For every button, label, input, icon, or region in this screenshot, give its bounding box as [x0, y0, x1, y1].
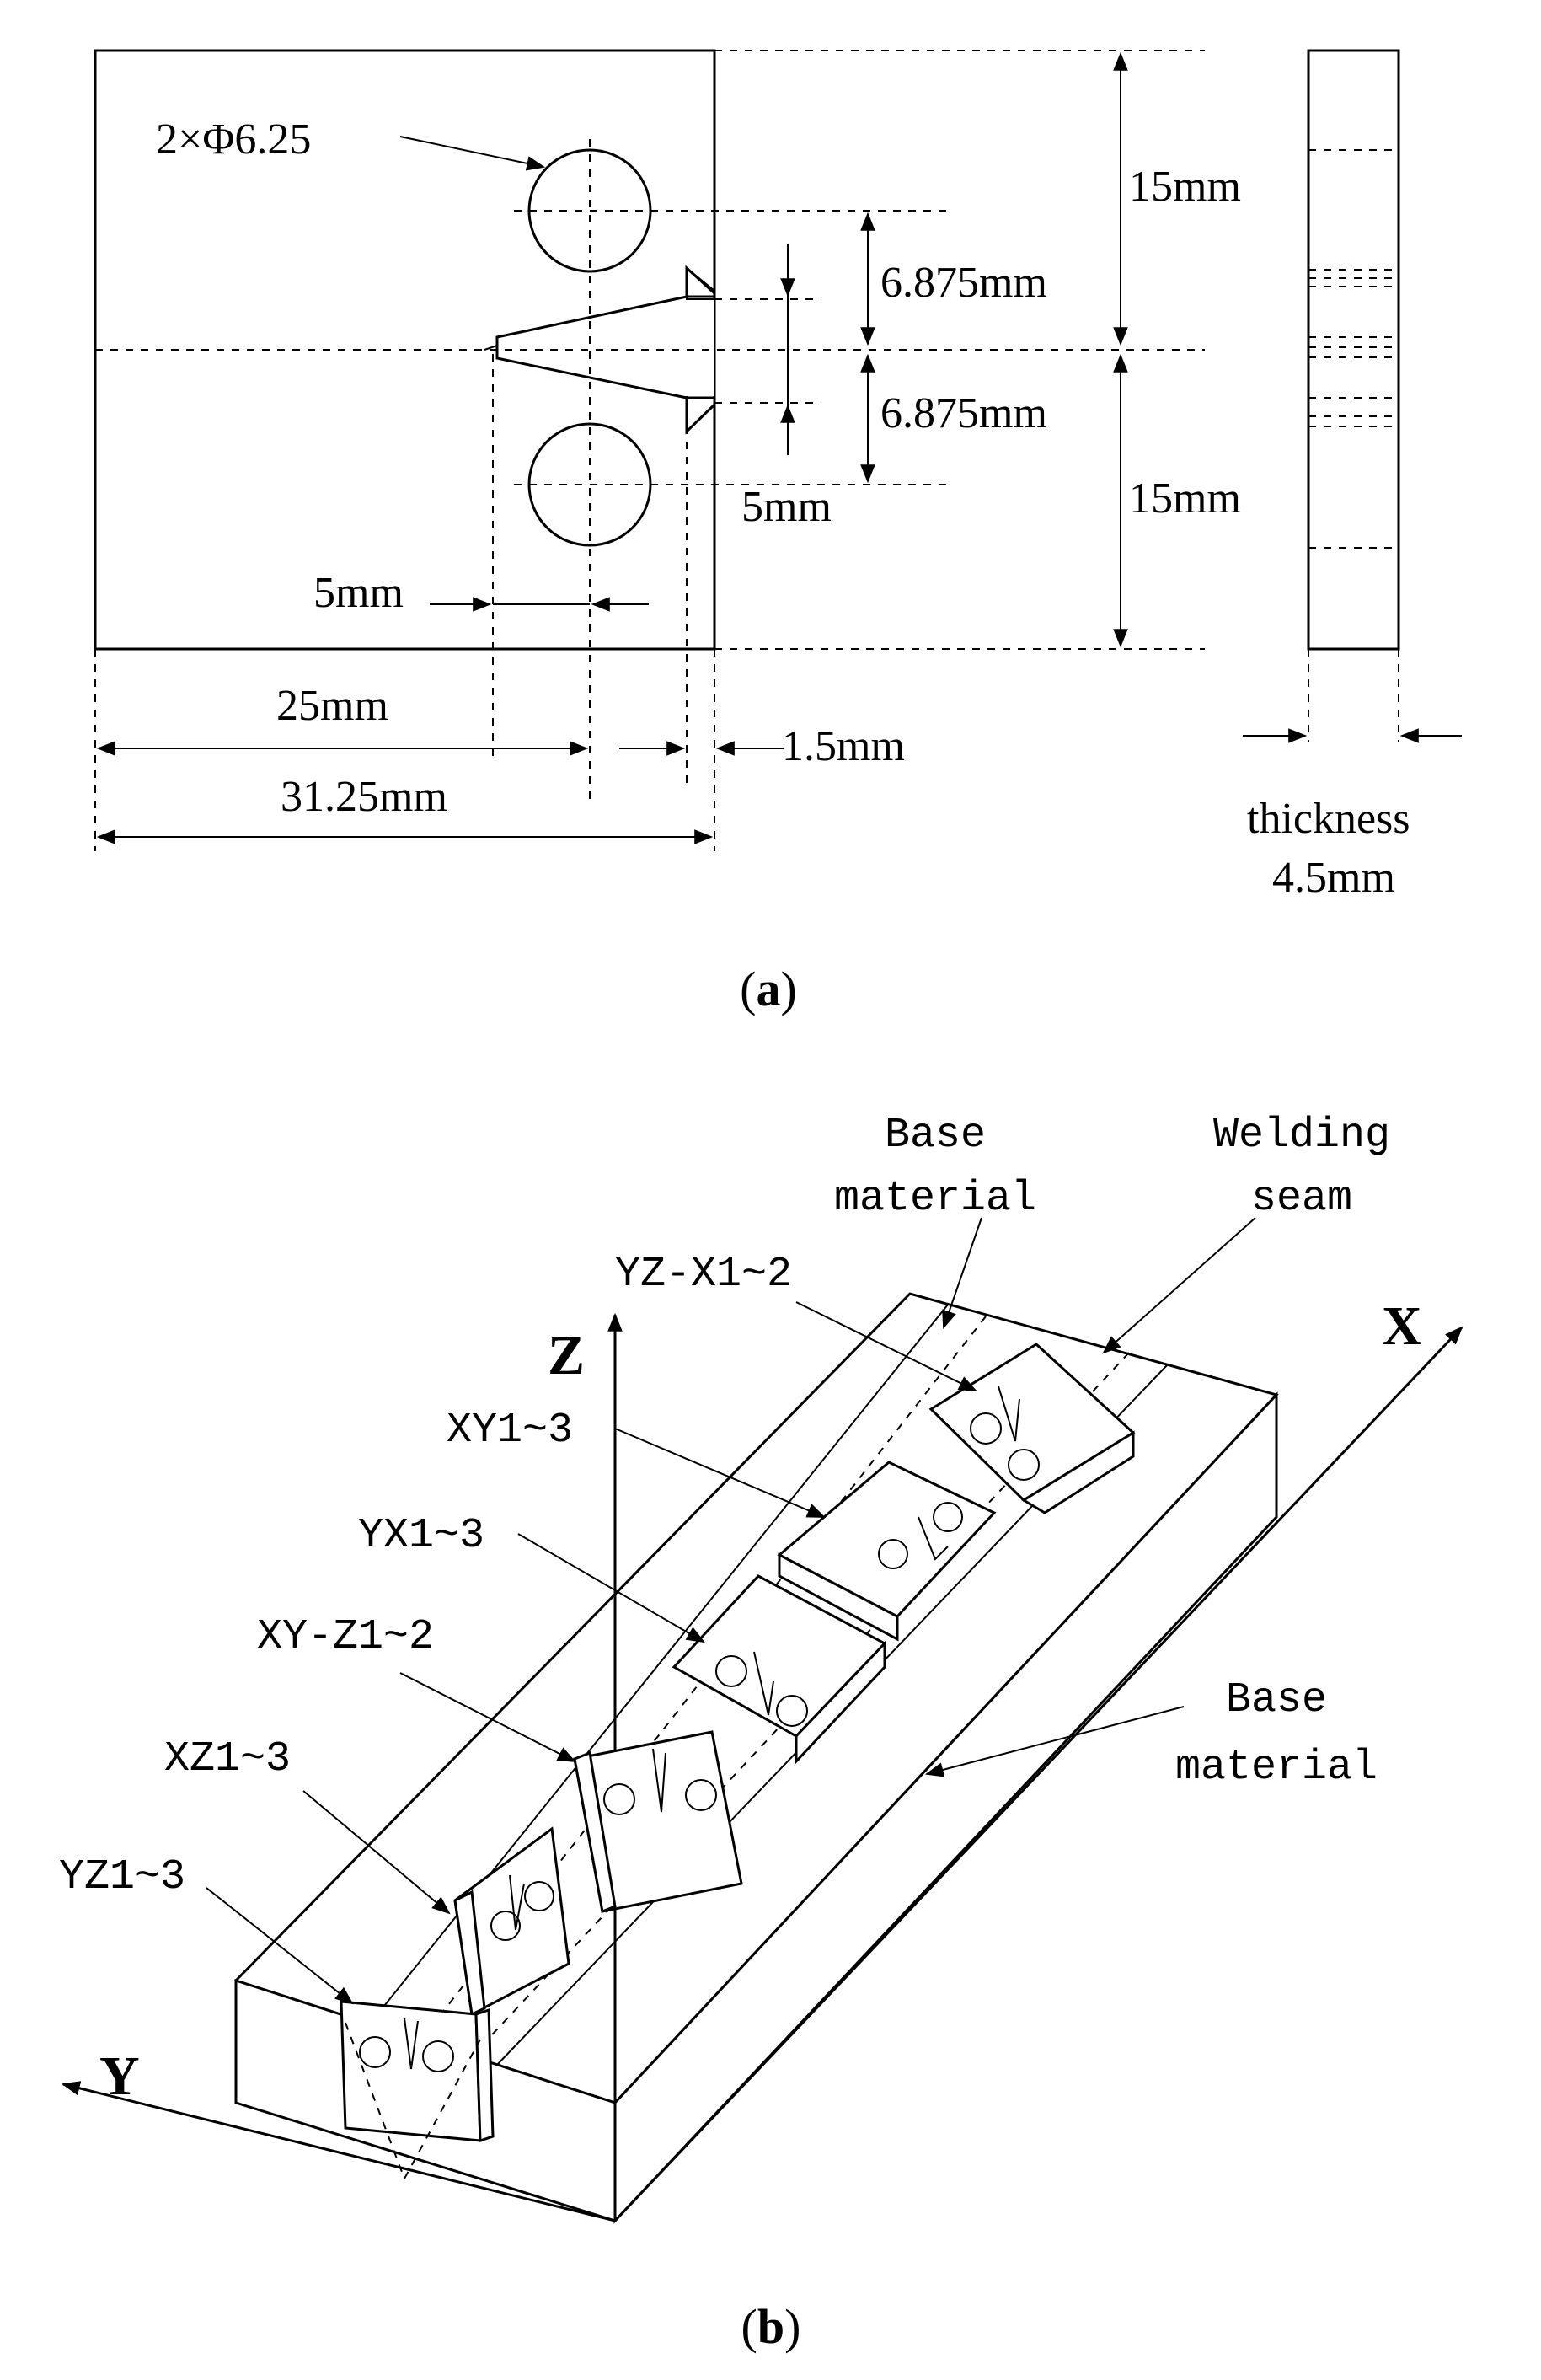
specimen-xz — [453, 1826, 570, 2017]
hole-diameter-label: 2×Φ6.25 — [156, 115, 311, 163]
welding-seam-label-1: Welding — [1213, 1112, 1390, 1160]
dim-5-vertical-text: 5mm — [741, 483, 832, 531]
dim-15-bottom-text: 15mm — [1129, 474, 1241, 523]
panel-a-labels: 2×Φ6.25 15mm 6.875mm 6.875mm 15mm 5mm 5m… — [156, 115, 1410, 1016]
specimen-label-xz: XZ1~3 — [164, 1735, 291, 1783]
dim-6875-top-text: 6.875mm — [880, 259, 1047, 307]
panel-a-drawing — [94, 49, 1462, 851]
axis-z-label: Z — [548, 1325, 585, 1386]
specimen-yz — [340, 2000, 495, 2181]
specimen-xy-z — [573, 1730, 743, 1914]
base-material-top-label-2: material — [834, 1175, 1036, 1223]
notch-bottom-wedge — [685, 396, 716, 435]
specimen-label-xy-z: XY-Z1~2 — [257, 1613, 434, 1661]
specimen-label-yz-x: YZ-X1~2 — [615, 1251, 792, 1299]
base-material-side-label-1: Base — [1226, 1676, 1327, 1724]
hole-label-leader — [399, 136, 546, 171]
dim-5-horizontal-text: 5mm — [313, 569, 404, 617]
dim-15-top-text: 15mm — [1129, 163, 1241, 211]
panel-b-drawing — [61, 1217, 1463, 2224]
side-view-hidden-lines — [1308, 149, 1399, 549]
caption-b: (b) — [741, 2299, 801, 2354]
panel-b-leaders — [206, 1217, 1256, 2005]
axis-x-label: X — [1382, 1295, 1422, 1357]
specimen-xy — [777, 1461, 997, 1642]
notch-mask — [687, 268, 714, 432]
dim-6875-bottom-text: 6.875mm — [880, 389, 1047, 437]
welding-seam-label-2: seam — [1251, 1175, 1352, 1223]
dim-1-5-text: 1.5mm — [782, 722, 905, 770]
axis-y-label: Y — [99, 2045, 140, 2107]
side-view-outline — [1307, 49, 1400, 651]
crack-tip — [484, 345, 498, 351]
thickness-word: thickness — [1247, 795, 1410, 843]
base-material-side-label-2: material — [1175, 1744, 1378, 1792]
notch-top-wedge — [685, 265, 716, 298]
specimen-label-yx: YX1~3 — [358, 1512, 484, 1560]
x-axis — [613, 1326, 1463, 2222]
y-axis — [61, 2081, 616, 2222]
specimen-yz-x — [928, 1343, 1136, 1514]
dim-31-25-text: 31.25mm — [281, 773, 447, 821]
thickness-value: 4.5mm — [1272, 854, 1395, 902]
specimen-yx — [672, 1574, 887, 1765]
specimen-label-xy: XY1~3 — [447, 1407, 573, 1455]
dim-25-text: 25mm — [276, 682, 388, 730]
base-material-top-label-1: Base — [885, 1112, 986, 1160]
specimen-label-yz: YZ1~3 — [59, 1853, 185, 1901]
machined-slot — [495, 295, 688, 399]
caption-a: (a) — [740, 962, 797, 1016]
panel-b-labels: Base material Welding seam Base material… — [59, 1112, 1422, 2354]
